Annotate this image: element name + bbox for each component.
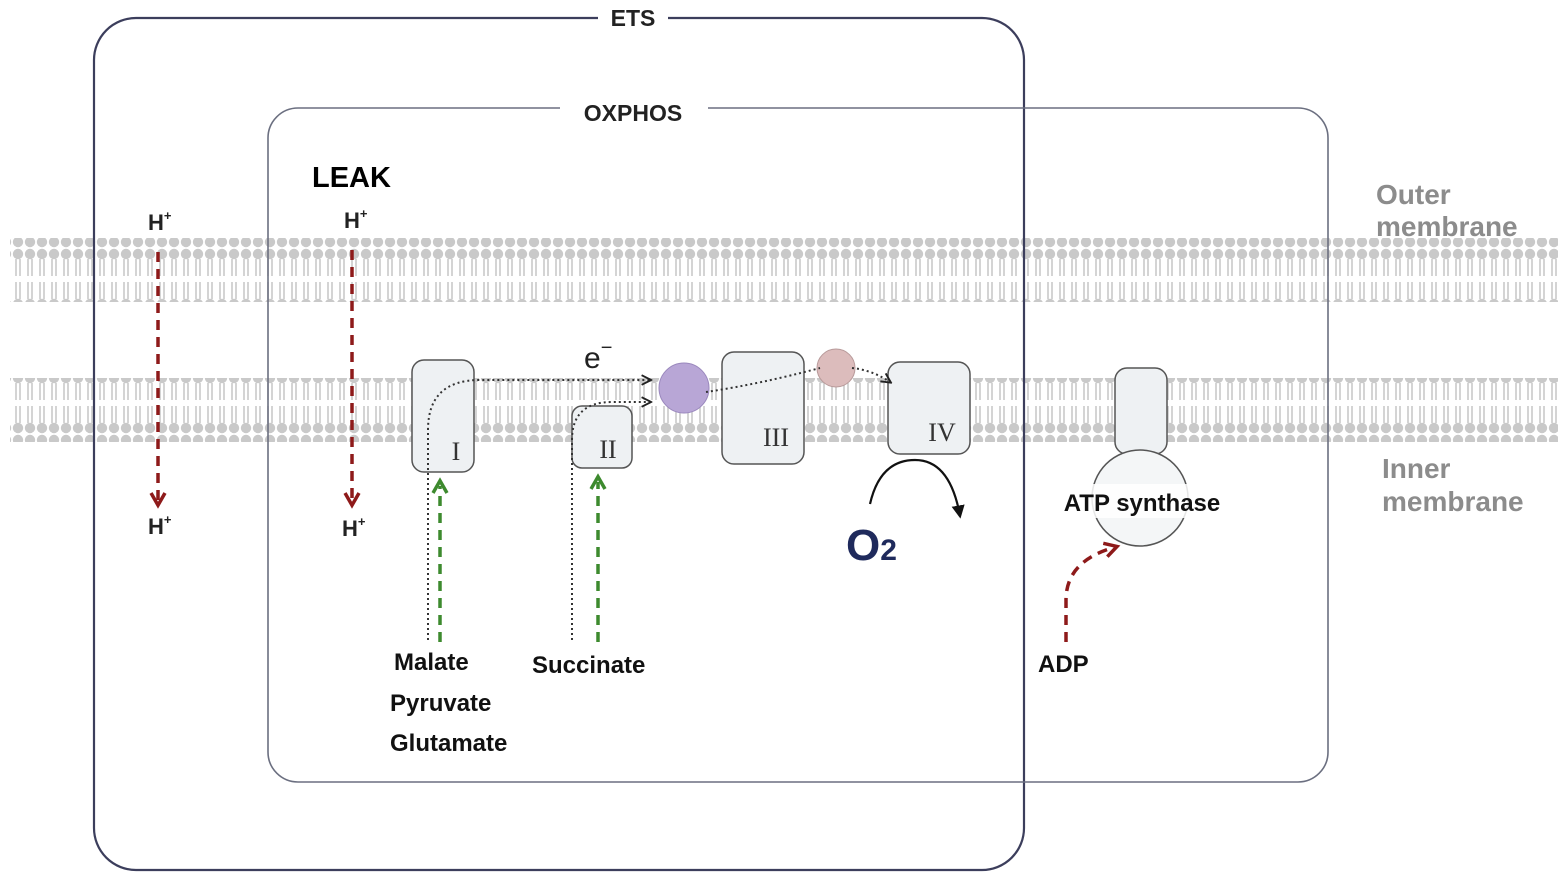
proton-bottom-leak: H+ [342,514,366,541]
outer-membrane [10,238,1558,302]
proton-bottom-ets: H+ [148,512,172,539]
atp-synthase-label: ATP synthase [1064,490,1221,517]
substrate-pyruvate: Pyruvate [390,690,491,717]
electron-flow [427,367,890,640]
oxygen-arrow [868,458,965,519]
ets-region: ETS [92,4,1026,872]
complex-iv: IV [887,361,971,455]
ets-label: ETS [611,5,656,31]
oxygen-label: O2 [846,521,897,570]
oxphos-label: OXPHOS [584,100,682,126]
proton-top-ets: H+ [148,208,172,235]
substrate-malate: Malate [394,649,469,676]
proton-leak-ets: H+ H+ [148,208,172,539]
leak-label: LEAK [312,162,391,194]
substrate-succinate: Succinate [532,652,645,679]
complex-i: I [411,359,475,473]
electron-label: e− [584,337,612,375]
substrate-glutamate: Glutamate [390,730,507,757]
outer-membrane-label-line2: membrane [1376,211,1518,242]
adp-arrow [1064,541,1121,642]
proton-top-leak: H+ [344,206,368,233]
substrate-adp: ADP [1038,651,1089,678]
svg-text:II: II [599,435,616,464]
atp-synthase: ATP synthase [1046,367,1236,547]
svg-text:III: III [763,423,789,452]
inner-membrane-label-line1: Inner [1382,453,1451,484]
complex-iii: III [721,351,805,465]
outer-membrane-label-line1: Outer [1376,179,1451,210]
svg-text:I: I [452,437,461,466]
cytochrome-c-sphere [658,362,710,414]
inner-membrane-label-line2: membrane [1382,486,1524,517]
svg-text:IV: IV [928,418,956,447]
proton-leak: H+ H+ [342,206,368,541]
complex-ii: II [571,405,633,469]
oxphos-region: OXPHOS [267,94,1329,783]
ubiquinone-sphere [816,348,856,388]
